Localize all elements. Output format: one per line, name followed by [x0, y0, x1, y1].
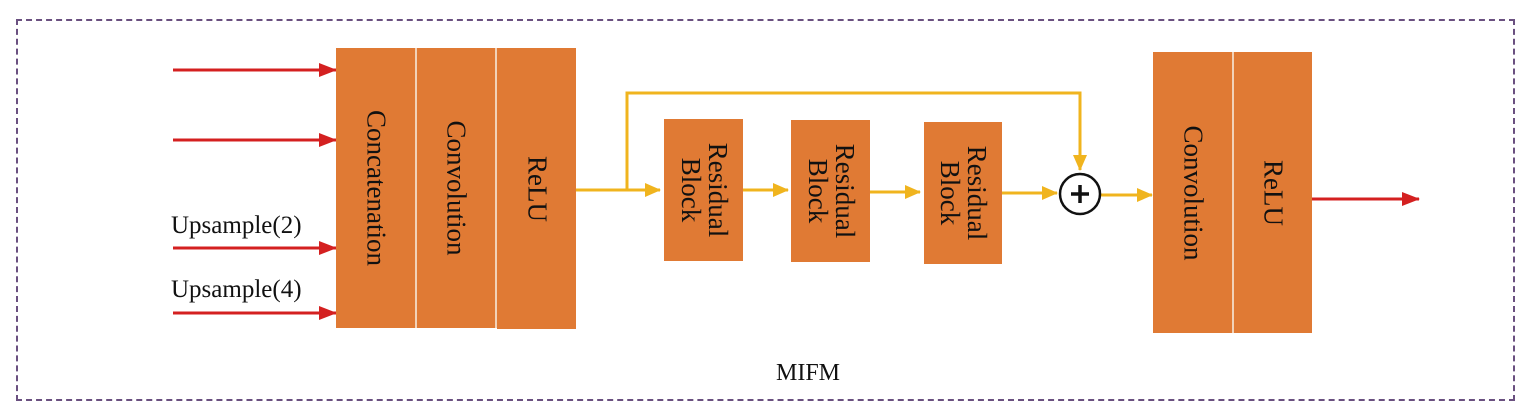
residual-block-3-line2: Block: [935, 160, 965, 226]
module-frame: [16, 19, 1515, 401]
concatenation-label: Concatenation: [361, 110, 392, 266]
residual-block-2-line1: Residual: [829, 143, 860, 239]
convolution-label-1: Convolution: [441, 120, 472, 256]
residual-block-1: Residual Block: [664, 119, 743, 261]
upsample-2-label: Upsample(2): [171, 212, 302, 239]
concatenation-block: Concatenation: [336, 48, 416, 328]
module-label: MIFM: [776, 360, 841, 386]
sum-node: [1058, 172, 1102, 216]
residual-block-3-line1: Residual: [962, 145, 992, 241]
residual-block-2: Residual Block: [791, 120, 870, 262]
residual-block-2-line2: Block: [802, 158, 833, 224]
residual-block-3-label: Residual Block: [935, 145, 992, 241]
residual-block-1-line1: Residual: [702, 142, 733, 238]
relu-label-2: ReLU: [1258, 159, 1289, 226]
convolution-block-1: Convolution: [417, 48, 495, 328]
block-separator: [1232, 52, 1234, 333]
relu-block-1: ReLU: [497, 48, 576, 329]
skip-connection: [625, 91, 1087, 190]
relu-label-1: ReLU: [522, 155, 552, 222]
block-separator: [495, 48, 497, 328]
residual-block-1-label: Residual Block: [675, 142, 733, 238]
convolution-label-2: Convolution: [1178, 124, 1209, 261]
relu-block-2: ReLU: [1234, 52, 1312, 333]
residual-block-3: Residual Block: [924, 122, 1002, 264]
upsample-4-label: Upsample(4): [171, 276, 302, 303]
residual-block-1-line2: Block: [675, 157, 706, 223]
convolution-block-2: Convolution: [1153, 52, 1233, 333]
residual-block-2-label: Residual Block: [802, 143, 860, 239]
block-separator: [415, 48, 417, 328]
